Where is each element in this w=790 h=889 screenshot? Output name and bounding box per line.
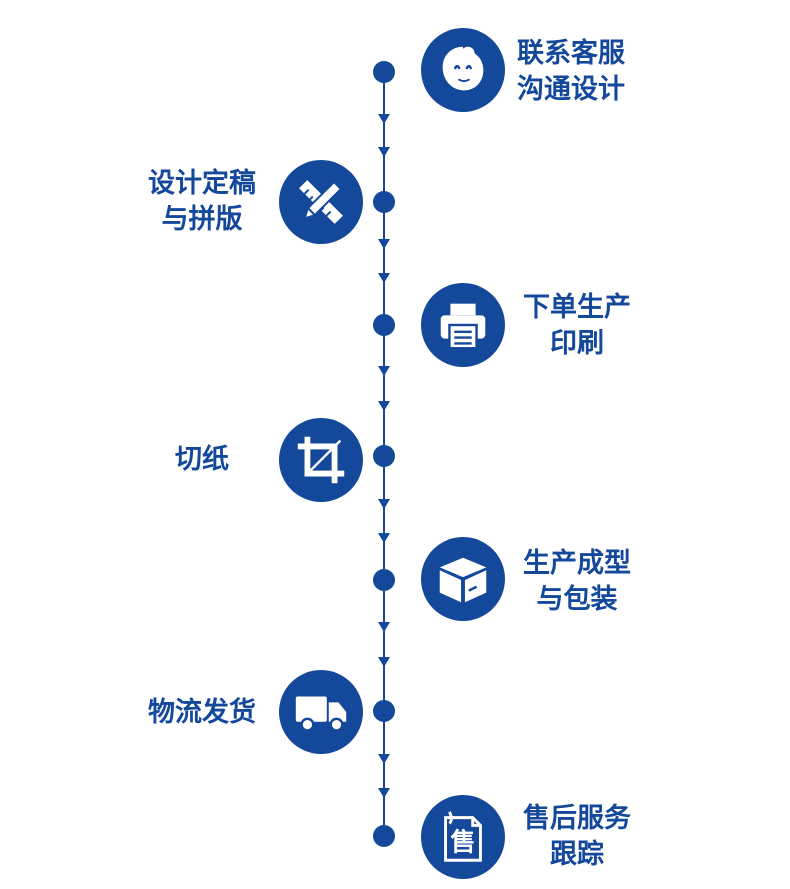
- timeline-dots: [373, 61, 395, 847]
- truck-icon: [295, 696, 347, 732]
- timeline-arrow-9: [378, 622, 390, 632]
- step-2-label-line1: 设计定稿: [148, 168, 256, 199]
- step-7-label: 售后服务 跟踪: [517, 801, 637, 873]
- step-1-label-line2: 沟通设计: [517, 74, 625, 105]
- timeline-arrow-6: [378, 401, 390, 411]
- timeline-dot-1: [373, 61, 395, 83]
- timeline-arrows: [378, 114, 390, 798]
- timeline-arrow-3: [378, 239, 390, 249]
- timeline-dot-7: [373, 825, 395, 847]
- customer-service-icon: [442, 46, 484, 91]
- timeline-arrow-11: [378, 754, 390, 764]
- step-2-icon-circle: [279, 160, 363, 244]
- step-4-icon-circle: [279, 418, 363, 502]
- step-1-icon-circle: [421, 28, 505, 112]
- timeline-dot-5: [373, 569, 395, 591]
- step-5-label-line2: 与包装: [536, 584, 618, 615]
- crop-icon: [297, 436, 345, 484]
- timeline-dot-4: [373, 445, 395, 467]
- step-3-icon-circle: [421, 283, 505, 367]
- timeline-dot-3: [373, 314, 395, 336]
- step-2-label: 设计定稿 与拼版: [140, 166, 264, 238]
- timeline-arrow-7: [378, 499, 390, 509]
- printer-icon: [440, 303, 486, 350]
- step-1-label-line1: 联系客服: [517, 38, 625, 69]
- step-2-label-line2: 与拼版: [161, 204, 243, 235]
- timeline-arrow-8: [378, 533, 390, 543]
- step-3-label-line2: 印刷: [550, 328, 604, 359]
- step-6-label-line1: 物流发货: [148, 697, 256, 728]
- step-3-label-line1: 下单生产: [523, 292, 631, 323]
- step-6-icon-circle: [279, 670, 363, 754]
- step-4-label: 切纸: [140, 442, 264, 478]
- step-1-label: 联系客服 沟通设计: [517, 36, 625, 108]
- timeline-arrow-12: [378, 788, 390, 798]
- step-5-label: 生产成型 与包装: [517, 546, 637, 618]
- timeline-arrow-1: [378, 114, 390, 124]
- pencil-ruler-icon: [299, 180, 343, 224]
- step-5-label-line1: 生产成型: [523, 548, 631, 579]
- timeline-arrow-5: [378, 366, 390, 376]
- timeline-arrow-2: [378, 147, 390, 157]
- after-sales-icon: 售: [444, 811, 482, 862]
- timeline-arrow-4: [378, 273, 390, 283]
- step-7-icon-circle: 售: [421, 795, 505, 879]
- step-5-icon-circle: [421, 537, 505, 621]
- timeline-arrow-10: [378, 657, 390, 667]
- timeline-dot-6: [373, 700, 395, 722]
- step-6-label: 物流发货: [140, 695, 264, 731]
- timeline-dot-2: [373, 191, 395, 213]
- step-3-label: 下单生产 印刷: [517, 290, 637, 362]
- step-7-label-line1: 售后服务: [523, 803, 631, 834]
- after-sales-glyph: 售: [450, 828, 475, 857]
- box-icon: [439, 557, 487, 603]
- step-7-label-line2: 跟踪: [550, 839, 604, 870]
- step-4-label-line1: 切纸: [175, 444, 229, 475]
